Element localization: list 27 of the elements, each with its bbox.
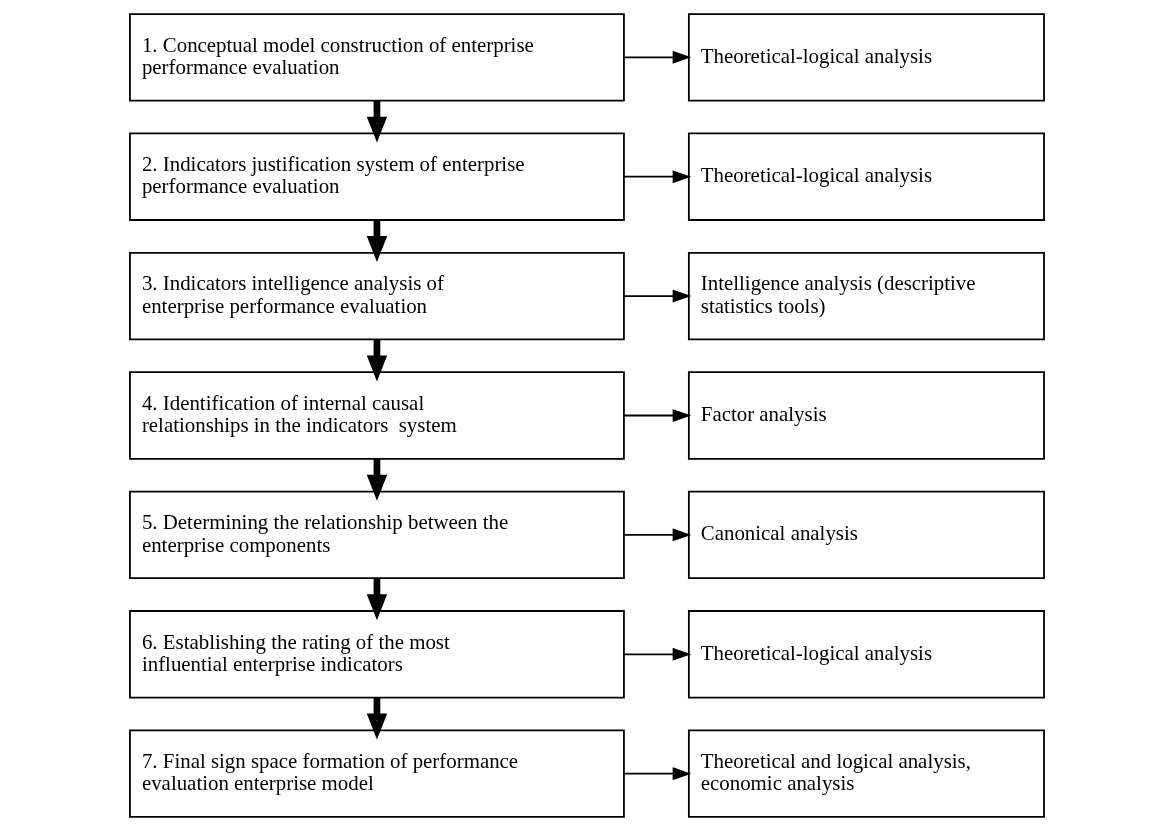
node-box: Theoretical-logical analysis xyxy=(687,132,1045,221)
node-box: 6. Establishing the rating of the most influential enterprise indicators xyxy=(129,610,625,699)
arrow xyxy=(623,50,692,64)
node-box: Theoretical-logical analysis xyxy=(687,13,1045,102)
arrow xyxy=(366,697,388,740)
arrow xyxy=(623,289,692,303)
arrow xyxy=(366,220,388,262)
node-box: 1. Conceptual model construction of enterprise performance evaluation xyxy=(129,13,625,102)
arrow xyxy=(366,458,388,501)
arrow xyxy=(623,767,692,781)
arrow xyxy=(366,100,388,143)
arrow xyxy=(623,170,692,184)
arrow xyxy=(366,339,388,382)
node-box: 3. Indicators intelligence analysis of enterprise performance evaluation xyxy=(129,251,625,341)
node-box: 5. Determining the relationship between the enterprise components xyxy=(129,490,625,580)
node-box: Canonical analysis xyxy=(687,490,1045,580)
arrow xyxy=(623,647,692,661)
node-box: Intelligence analysis (descriptive statistics tools) xyxy=(687,251,1045,341)
node-box: 7. Final sign space formation of performance evaluation enterprise model xyxy=(129,729,625,818)
arrow xyxy=(623,409,692,422)
node-box: 2. Indicators justification system of enterprise performance evaluation xyxy=(129,132,625,221)
node-box: Theoretical and logical analysis, economic analysis xyxy=(687,729,1045,818)
node-box: 4. Identification of internal causal relationships in the indicators system xyxy=(129,371,625,460)
arrow xyxy=(623,528,692,542)
node-box: Theoretical-logical analysis xyxy=(687,610,1045,699)
arrow xyxy=(366,578,388,621)
node-box: Factor analysis xyxy=(687,371,1045,460)
